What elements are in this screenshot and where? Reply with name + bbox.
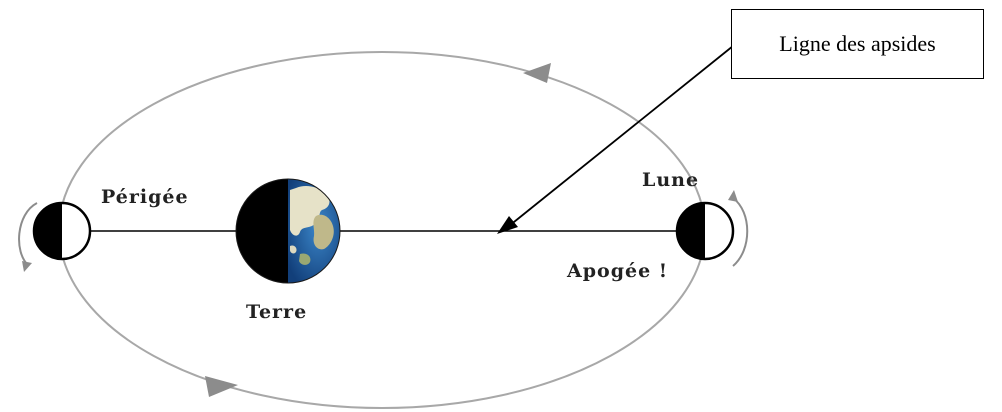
- orbit-arrow-top-icon: [523, 63, 551, 83]
- rotation-arrow-apogee-icon: [728, 190, 749, 267]
- callout-pointer-arrow: [508, 45, 734, 227]
- moon-apogee-icon: [675, 201, 735, 261]
- perigee-label: Périgée: [101, 186, 189, 208]
- earth-icon: [235, 178, 341, 284]
- pointer-arrowhead-icon: [497, 216, 518, 234]
- moon-perigee-icon: [32, 201, 92, 261]
- earth-label: Terre: [246, 301, 307, 323]
- rotation-arrow-perigee-icon: [18, 202, 38, 272]
- orbit-arrow-bottom-icon: [205, 376, 238, 397]
- apogee-label: Apogée !: [566, 260, 668, 282]
- callout-text: Ligne des apsides: [779, 31, 936, 56]
- callout-box: Ligne des apsides: [731, 9, 984, 79]
- lunar-orbit: [58, 51, 706, 409]
- moon-label: Lune: [642, 169, 699, 191]
